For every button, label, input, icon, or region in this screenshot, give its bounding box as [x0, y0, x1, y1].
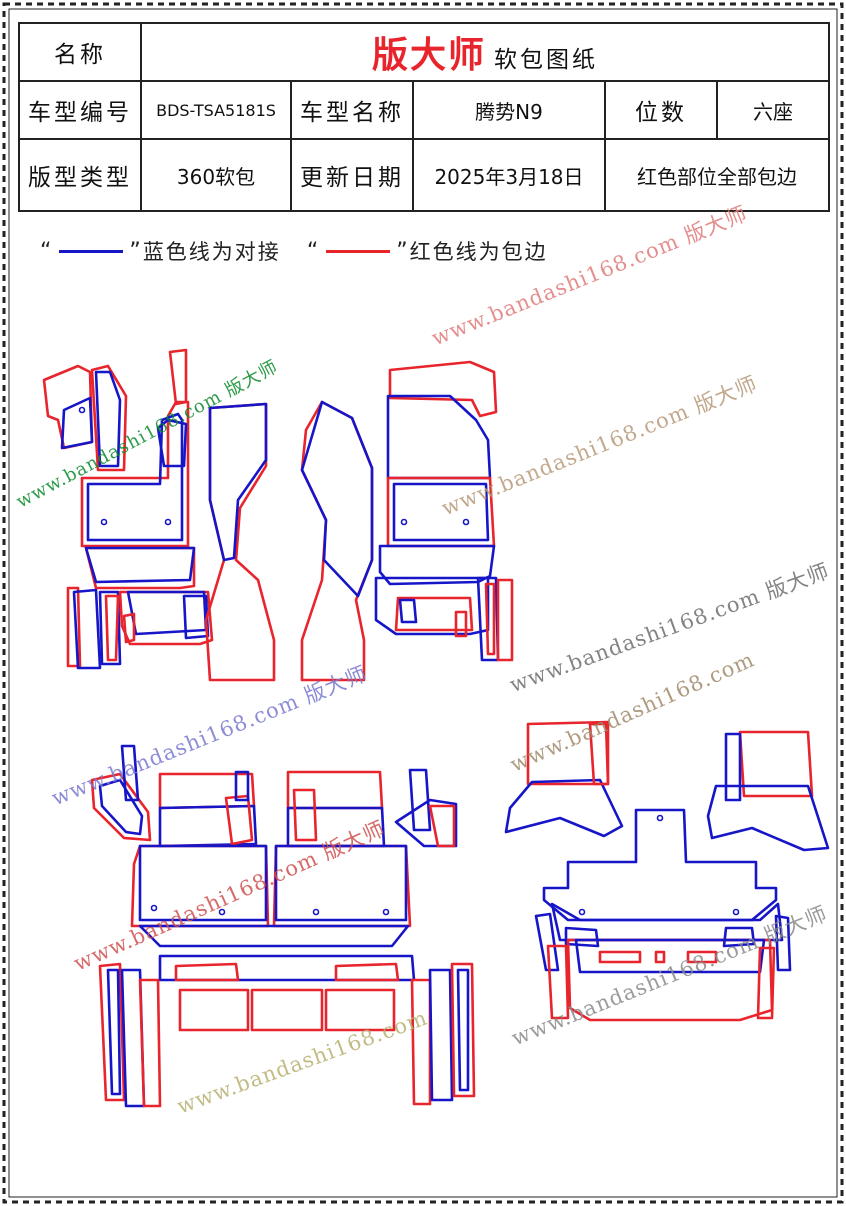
seats-value: 六座 — [715, 80, 831, 140]
model-name-label: 车型名称 — [290, 80, 414, 140]
seats-label: 位数 — [604, 80, 718, 140]
pattern-type-label: 版型类型 — [18, 138, 142, 212]
note-value: 红色部位全部包边 — [603, 138, 831, 212]
legend-close-quote-2: ” — [396, 238, 410, 264]
doc-title: 软包图纸 — [494, 47, 599, 73]
title-cell: 版大师软包图纸 — [139, 22, 831, 82]
legend-close-quote: ” — [129, 238, 143, 264]
name-label: 名称 — [18, 22, 142, 82]
update-date-label: 更新日期 — [290, 138, 414, 212]
spec-table: 名称 版大师软包图纸 车型编号 BDS-TSA5181S 车型名称 腾势N9 位… — [18, 22, 831, 212]
legend-blue-swatch — [59, 249, 124, 253]
model-name-value: 腾势N9 — [412, 80, 606, 140]
update-date-value: 2025年3月18日 — [412, 138, 606, 212]
legend-open-quote-2: “ — [306, 238, 321, 264]
model-code-label: 车型编号 — [18, 80, 142, 140]
legend-open-quote: “ — [40, 238, 54, 264]
legend-red-swatch — [326, 249, 391, 253]
line-legend: “ ” 蓝色线为对接 “ ” 红色线为包边 — [40, 236, 548, 266]
model-code-value: BDS-TSA5181S — [140, 80, 292, 140]
legend-blue-text: 蓝色线为对接 — [142, 240, 281, 264]
legend-red-text: 红色线为包边 — [409, 240, 548, 264]
brand-title: 版大师 — [372, 35, 487, 76]
pattern-type-value: 360软包 — [140, 138, 292, 212]
